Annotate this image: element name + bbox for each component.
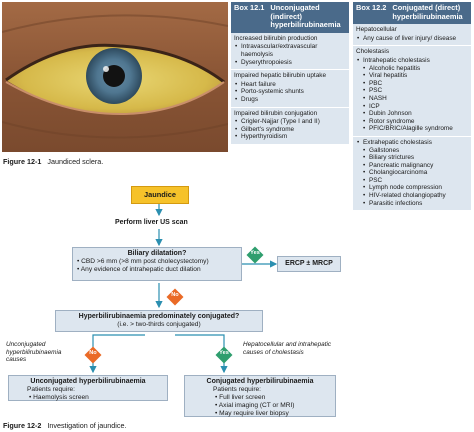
list-item: Intravascular/extravascular haemolysis	[234, 43, 346, 58]
list-item: Lymph node compression	[362, 184, 468, 192]
box-12-1-body: Increased bilirubin production Intravasc…	[231, 32, 349, 144]
list-item: Dyserythropoiesis	[234, 59, 346, 67]
list-item: PSC	[362, 87, 468, 95]
list-item: Intrahepatic cholestasis	[356, 57, 468, 65]
outcome-requirement: Patients require:	[213, 386, 262, 393]
question-biliary-dilatation: Biliary dilatation? • CBD >6 mm (>8 mm p…	[72, 247, 242, 281]
figure-1-caption-text: Jaundiced sclera.	[47, 157, 104, 166]
question-conjugated: Hyperbilirubinaemia predominately conjug…	[55, 310, 263, 332]
start-jaundice-node: Jaundice	[131, 186, 189, 204]
list-item: • Any evidence of intrahepatic duct dila…	[77, 266, 201, 273]
no-label: No	[89, 350, 97, 356]
list-item: Dubin Johnson	[362, 110, 468, 118]
list-item: Viral hepatitis	[362, 72, 468, 80]
box-12-2-title: Conjugated (direct) hyperbilirubinaemia	[392, 3, 463, 21]
section-title: Impaired hepatic bilirubin uptake	[234, 72, 327, 80]
no-label: No	[171, 292, 179, 298]
step-liver-us: Perform liver US scan	[115, 219, 188, 226]
outcome-title: Unconjugated hyperbilirubinaemia	[30, 378, 146, 385]
note-conjugated-causes: Hepatocellular and intrahepatic causes o…	[243, 341, 332, 356]
diamond-shape	[166, 288, 184, 306]
figure-2-caption-text: Investigation of jaundice.	[47, 421, 127, 430]
outcome-conjugated: Conjugated hyperbilirubinaemia Patients …	[184, 375, 336, 417]
list-item: PSC	[362, 177, 468, 185]
box-12-1-section: Impaired hepatic bilirubin uptake Heart …	[231, 70, 349, 108]
list-item: PBC	[362, 80, 468, 88]
list-item: Rotor syndrome	[362, 118, 468, 126]
yes-label: Yes	[250, 250, 260, 256]
list-item: Extrahepatic cholestasis	[356, 139, 468, 147]
section-title: Hepatocellular	[356, 26, 397, 34]
figure-2-label: Figure 12-2	[3, 421, 42, 430]
list-item: Alcoholic hepatitis	[362, 65, 468, 73]
question-subtitle: (i.e. > two-thirds conjugated)	[117, 321, 201, 328]
no-diamond-biliary: No	[165, 287, 185, 307]
list-item: Hyperthyroidism	[234, 133, 346, 141]
diamond-shape	[84, 346, 102, 364]
yes-diamond-biliary: Yes	[245, 245, 265, 265]
outcome-unconjugated: Unconjugated hyperbilirubinaemia Patient…	[8, 375, 168, 401]
list-item: Parasitic infections	[362, 200, 468, 208]
jaundiced-eye-photo	[2, 2, 228, 152]
list-item: Porto-systemic shunts	[234, 88, 346, 96]
outcome-requirement: Patients require:	[27, 386, 76, 393]
box-12-1-section: Impaired bilirubin conjugation Crigler-N…	[231, 108, 349, 144]
ercp-mrcp-box: ERCP ± MRCP	[277, 256, 341, 272]
box-12-2: Box 12.2 Conjugated (direct) hyperbiliru…	[353, 2, 471, 211]
box-12-1-section: Increased bilirubin production Intravasc…	[231, 33, 349, 71]
box-12-2-section-hepatocellular: Hepatocellular Any cause of liver injury…	[353, 24, 471, 47]
box-12-2-header: Box 12.2 Conjugated (direct) hyperbiliru…	[353, 2, 471, 25]
box-12-1: Box 12.1 Unconjugated (indirect) hyperbi…	[231, 2, 349, 144]
list-item: • Axial imaging (CT or MRI)	[215, 402, 295, 409]
box-12-2-number: Box 12.2	[356, 3, 387, 12]
list-item: • Haemolysis screen	[29, 394, 89, 401]
list-item: NASH	[362, 95, 468, 103]
box-12-1-title: Unconjugated (indirect) hyperbilirubinae…	[270, 3, 341, 30]
note-unconjugated-causes: Unconjugated hyperbilirubinaemia causes	[6, 341, 62, 364]
list-item: • May require liver biopsy	[215, 410, 289, 417]
box-12-2-section-intrahepatic: Cholestasis Intrahepatic cholestasis Alc…	[353, 46, 471, 137]
yes-label: Yes	[219, 350, 229, 356]
list-item: Gallstones	[362, 147, 468, 155]
list-item: ICP	[362, 103, 468, 111]
figure-1-label: Figure 12-1	[3, 157, 42, 166]
figure-2-caption: Figure 12-2 Investigation of jaundice.	[3, 421, 126, 430]
section-title: Cholestasis	[356, 48, 390, 56]
box-12-2-body: Hepatocellular Any cause of liver injury…	[353, 24, 471, 211]
list-item: • CBD >6 mm (>8 mm post cholecystectomy)	[77, 258, 209, 265]
section-title: Increased bilirubin production	[234, 34, 318, 42]
list-item: Any cause of liver injury/ disease	[356, 35, 468, 43]
list-item: Gilbert's syndrome	[234, 126, 346, 134]
box-12-1-header: Box 12.1 Unconjugated (indirect) hyperbi…	[231, 2, 349, 33]
no-diamond-conjugated: No	[83, 345, 103, 365]
box-12-1-number: Box 12.1	[234, 3, 265, 12]
list-item: Crigler-Najjar (Type I and II)	[234, 118, 346, 126]
list-item: HIV-related cholangiopathy	[362, 192, 468, 200]
list-item-text: CBD >6 mm (>8 mm post cholecystectomy)	[81, 258, 209, 265]
section-title: Impaired bilirubin conjugation	[234, 109, 318, 117]
list-item: Pancreatic malignancy	[362, 162, 468, 170]
list-item-text: Axial imaging (CT or MRI)	[218, 402, 295, 409]
box-12-2-section-extrahepatic: Extrahepatic cholestasis Gallstones Bili…	[353, 137, 471, 210]
list-item: Biliary strictures	[362, 154, 468, 162]
list-item: Heart failure	[234, 81, 346, 89]
list-item: PFIC/BRIC/Alagille syndrome	[362, 125, 468, 133]
yes-diamond-conjugated: Yes	[214, 345, 234, 365]
list-item-text: Full liver screen	[219, 394, 266, 401]
question-title: Biliary dilatation?	[127, 250, 187, 257]
list-item: Cholangiocarcinoma	[362, 169, 468, 177]
diamond-shape	[215, 346, 233, 364]
outcome-title: Conjugated hyperbilirubinaemia	[206, 378, 314, 385]
question-title: Hyperbilirubinaemia predominately conjug…	[78, 313, 240, 320]
list-item-text: Any evidence of intrahepatic duct dilati…	[80, 266, 201, 273]
diamond-shape	[246, 246, 264, 264]
figure-1-caption: Figure 12-1 Jaundiced sclera.	[3, 157, 103, 166]
list-item-text: Haemolysis screen	[33, 394, 89, 401]
list-item: • Full liver screen	[215, 394, 266, 401]
list-item: Drugs	[234, 96, 346, 104]
list-item-text: May require liver biopsy	[219, 410, 289, 417]
